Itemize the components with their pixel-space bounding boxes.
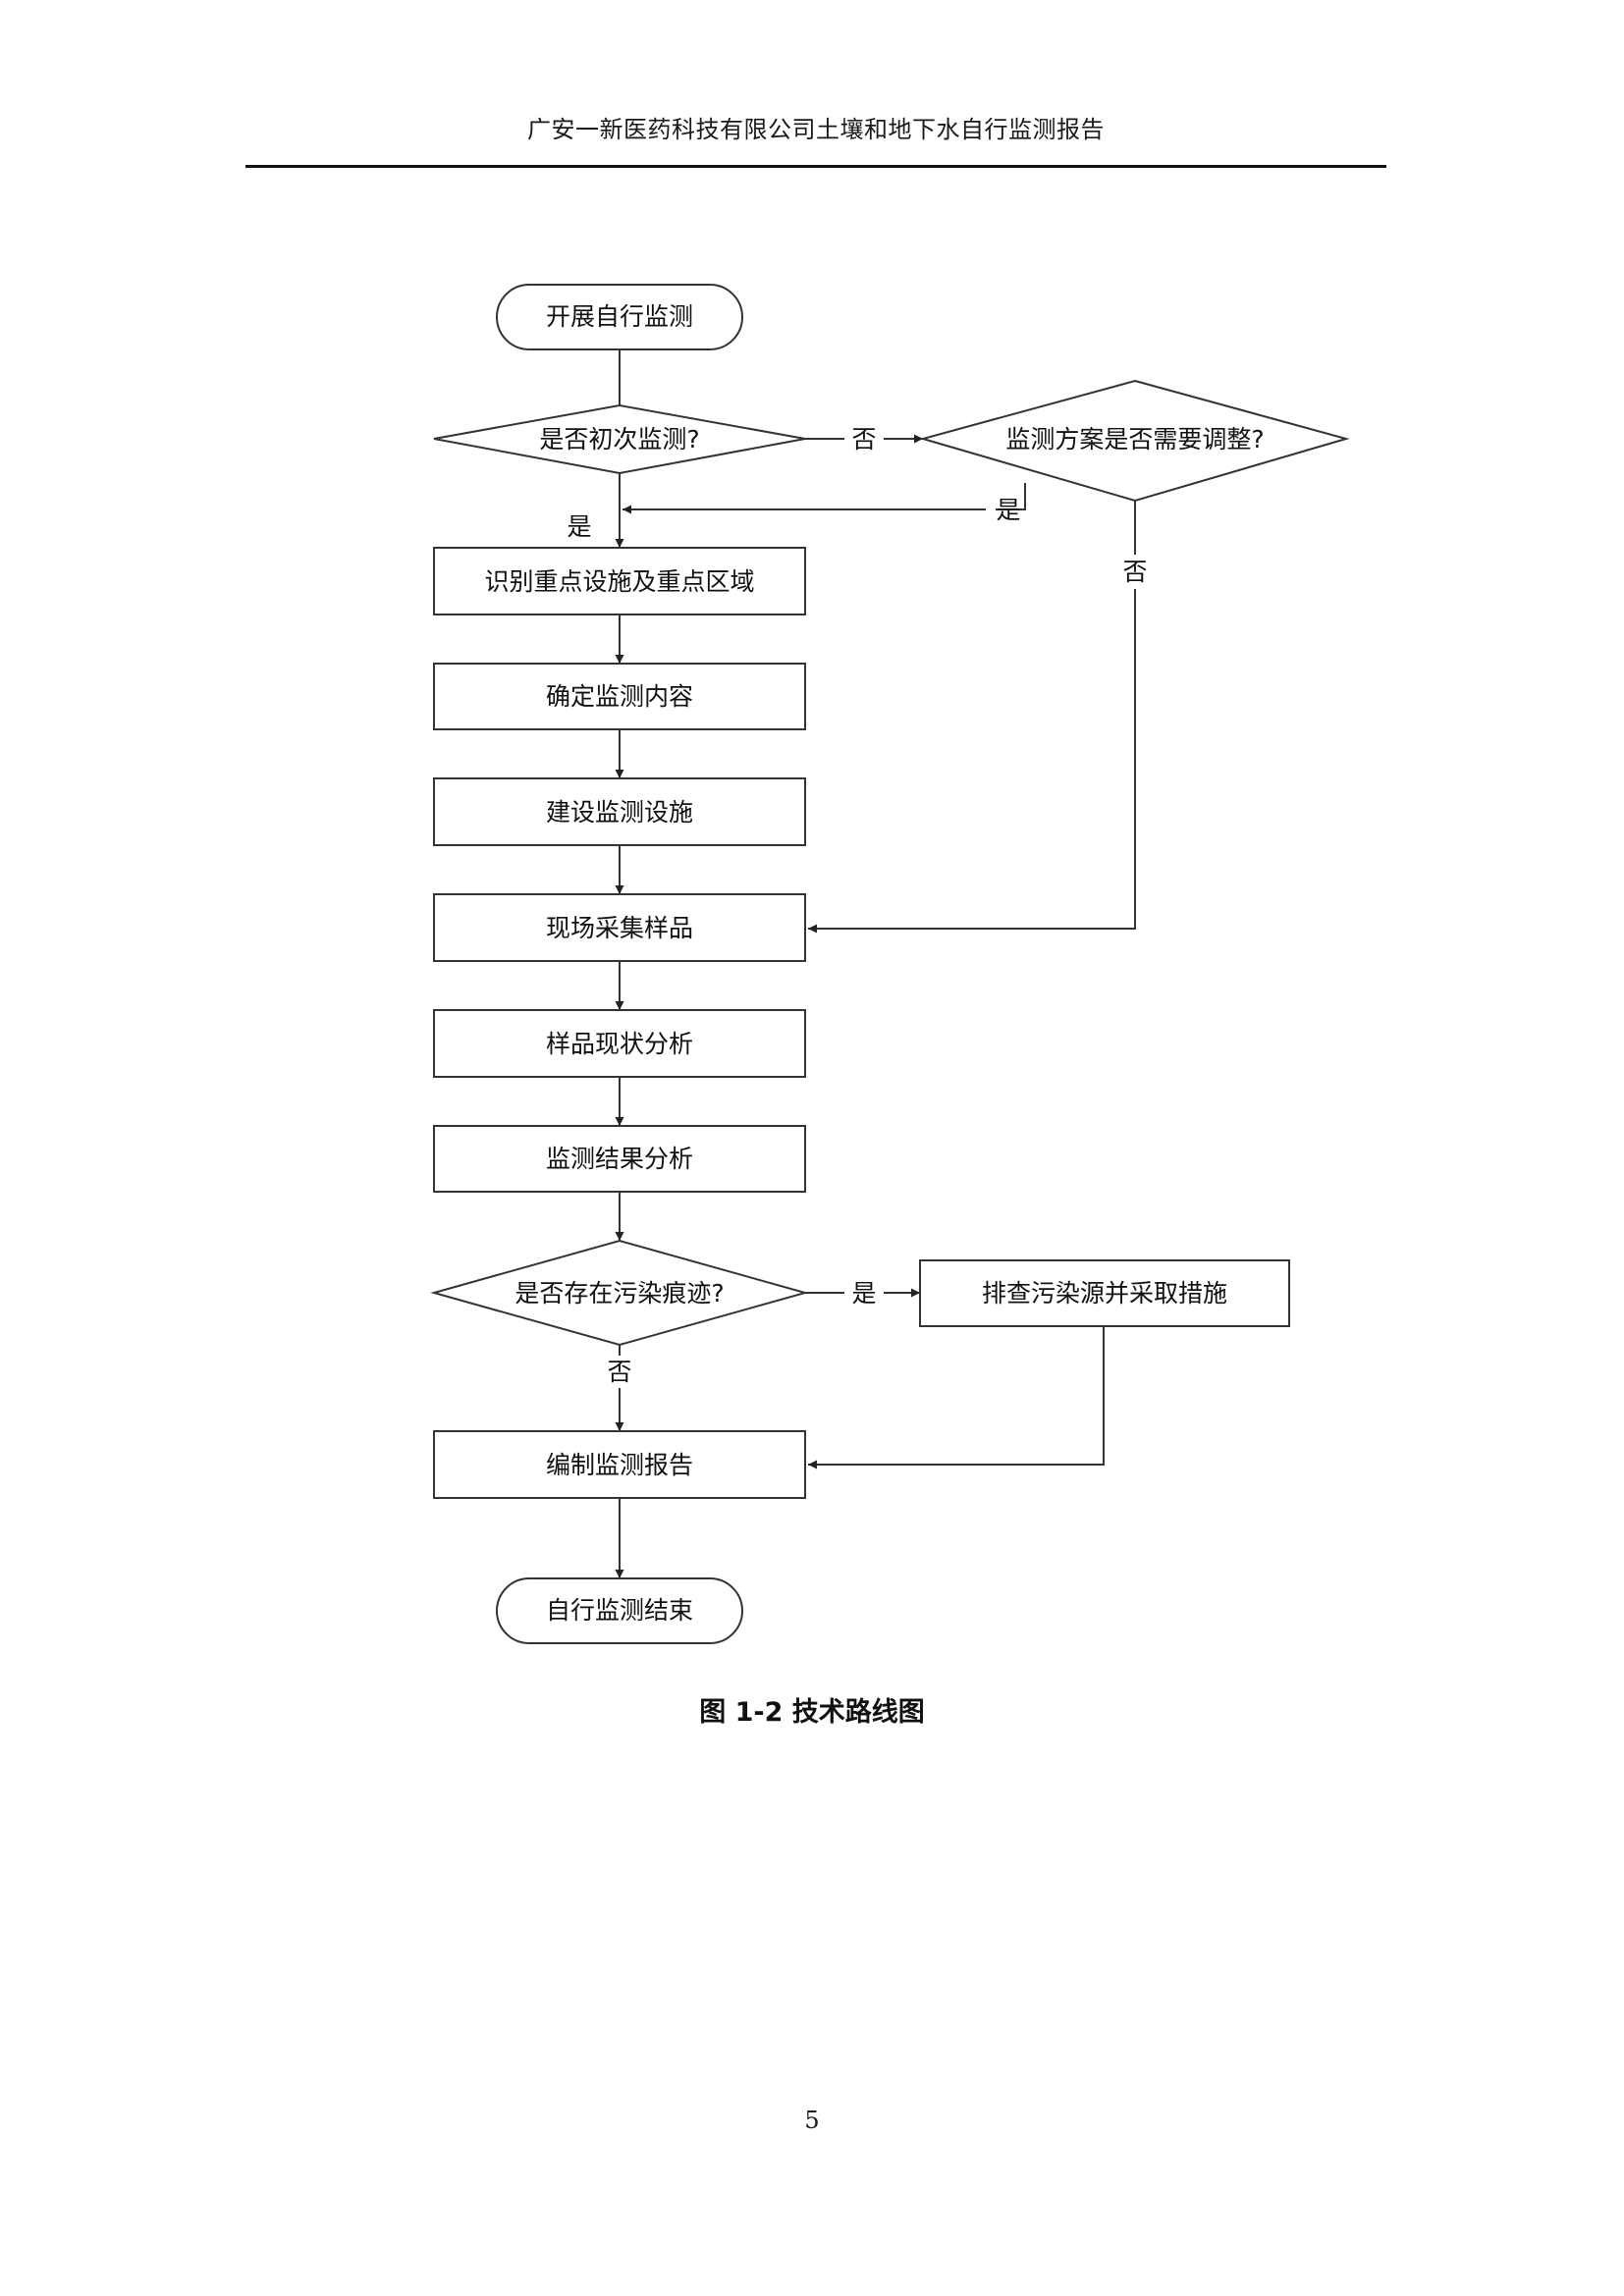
- end-terminal: 自行监测结束: [496, 1577, 743, 1644]
- process-sample-analysis-label: 样品现状分析: [546, 1030, 693, 1058]
- process-determine-content: 确定监测内容: [433, 663, 806, 730]
- page-number: 5: [804, 2107, 820, 2134]
- figure-caption: 图 1-2 技术路线图: [699, 1697, 925, 1728]
- decision-pollution-traces: 是否存在污染痕迹?: [430, 1239, 809, 1347]
- decision-first-monitoring-label: 是否初次监测?: [539, 425, 699, 454]
- arrow-adjust-yes-back: [996, 483, 1026, 510]
- label-first-no: 否: [851, 425, 876, 454]
- process-field-sampling: 现场采集样品: [433, 893, 806, 962]
- decision-first-monitoring: 是否初次监测?: [433, 403, 806, 475]
- label-pollution-yes: 是: [851, 1279, 876, 1308]
- label-adjust-yes: 是: [996, 496, 1020, 524]
- process-result-analysis-label: 监测结果分析: [546, 1145, 693, 1173]
- process-compile-report-label: 编制监测报告: [546, 1451, 693, 1479]
- label-first-yes: 是: [567, 512, 591, 541]
- process-determine-content-label: 确定监测内容: [546, 682, 693, 711]
- page-header: 广安一新医药科技有限公司土壤和地下水自行监测报告: [527, 116, 1105, 143]
- process-field-sampling-label: 现场采集样品: [546, 914, 693, 942]
- decision-plan-adjust: 监测方案是否需要调整?: [919, 379, 1350, 503]
- process-sample-analysis: 样品现状分析: [433, 1009, 806, 1078]
- end-label: 自行监测结束: [546, 1596, 693, 1625]
- process-identify-label: 识别重点设施及重点区域: [484, 567, 754, 596]
- label-adjust-no: 否: [1122, 558, 1147, 586]
- technical-route-flowchart: 开展自行监测 是否初次监测? 监测方案是否需要调整? 识别重点设施及重点区域 确…: [430, 284, 1350, 1644]
- flowchart-connectors: [615, 350, 1136, 1578]
- arrow-investigate-to-report: [808, 1326, 1105, 1469]
- process-investigate-source-label: 排查污染源并采取措施: [982, 1279, 1227, 1308]
- process-investigate-source: 排查污染源并采取措施: [919, 1259, 1290, 1327]
- decision-plan-adjust-label: 监测方案是否需要调整?: [1005, 425, 1264, 454]
- process-build-facilities-label: 建设监测设施: [546, 798, 693, 827]
- process-result-analysis: 监测结果分析: [433, 1125, 806, 1193]
- label-pollution-no: 否: [607, 1358, 631, 1386]
- process-compile-report: 编制监测报告: [433, 1430, 806, 1499]
- header-rule: [245, 165, 1386, 168]
- decision-pollution-traces-label: 是否存在污染痕迹?: [514, 1279, 724, 1308]
- arrow-adjust-no-to-sampling: [808, 589, 1136, 934]
- start-label: 开展自行监测: [546, 302, 693, 331]
- start-terminal: 开展自行监测: [496, 284, 743, 350]
- process-identify: 识别重点设施及重点区域: [433, 547, 806, 615]
- process-build-facilities: 建设监测设施: [433, 777, 806, 846]
